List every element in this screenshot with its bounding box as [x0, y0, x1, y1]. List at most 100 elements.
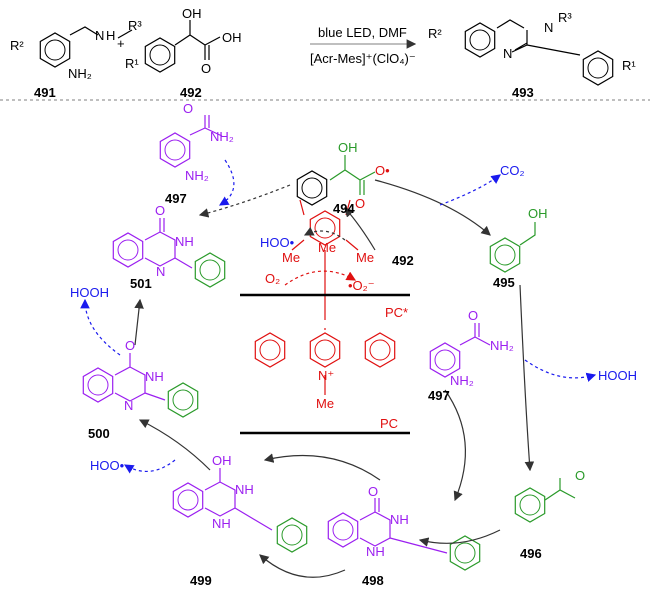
ring-497-top: [159, 132, 191, 168]
hooh-right: HOOH: [598, 368, 637, 383]
hoo-radical-top: HOO•: [260, 235, 295, 250]
compound-492-label: 492: [180, 85, 202, 100]
condition-line-2: [Acr-Mes]⁺(ClO₄)⁻: [310, 51, 416, 66]
500-o: O: [125, 338, 135, 353]
ring-495-aromatic: [494, 244, 516, 266]
product-n3: N: [544, 20, 553, 35]
compound-497-mid-label: 497: [428, 388, 450, 403]
me-n: Me: [316, 396, 334, 411]
ring-493-fused-aromatic: [469, 29, 491, 51]
ring-acr-right: [364, 332, 396, 368]
compound-499-label: 499: [190, 573, 212, 588]
ring-498-phenyl-aromatic: [454, 542, 476, 564]
pc-star-label: PC*: [385, 305, 408, 320]
ring-497-mid-aromatic: [434, 349, 456, 371]
compound-493-label: 493: [512, 85, 534, 100]
499-nh-bottom: NH: [212, 516, 231, 531]
ring-mesityl-aromatic: [314, 217, 336, 239]
ring-acr-left-aromatic: [259, 339, 281, 361]
ring-acr-mid-aromatic: [314, 339, 336, 361]
co2-label: CO₂: [500, 163, 525, 178]
ring-494: [296, 170, 328, 206]
r1-label: R¹: [125, 56, 139, 71]
hoo-radical-bottom: HOO•: [90, 458, 125, 473]
ring-496: [514, 487, 546, 523]
ring-500-phenyl: [167, 382, 199, 418]
compound-496-label: 496: [520, 546, 542, 561]
pc-label: PC: [380, 416, 398, 431]
acridinium-n: N⁺: [318, 368, 334, 383]
ring-acr-mid: [309, 332, 341, 368]
ring-501-aromatic: [117, 239, 139, 261]
product-n1: N: [503, 46, 512, 61]
ring-498-aromatic: [332, 519, 354, 541]
superoxide-label: •O₂⁻: [348, 278, 375, 293]
ring-497-top-aromatic: [164, 139, 186, 161]
ring-499-phenyl-aromatic: [281, 524, 303, 546]
plus-sign: +: [117, 36, 125, 51]
o2-label: O₂: [265, 271, 280, 286]
amine-h: H: [106, 28, 115, 43]
ring-493-fused: [464, 22, 496, 58]
ring-491-aromatic: [44, 39, 66, 61]
compound-494-label: 494: [333, 201, 355, 216]
ring-acr-right-aromatic: [369, 339, 391, 361]
compound-501-label: 501: [130, 276, 152, 291]
acid-oh-label: OH: [222, 30, 242, 45]
ring-494-aromatic: [301, 177, 323, 199]
product-r2-label: R²: [428, 26, 442, 41]
499-nh-top: NH: [235, 482, 254, 497]
497-mid-nh2: NH₂: [490, 338, 514, 353]
me-top: Me: [318, 240, 336, 255]
me-left: Me: [282, 250, 300, 265]
compound-491-label: 491: [34, 85, 56, 100]
500-nh: NH: [145, 369, 164, 384]
499-oh: OH: [212, 453, 232, 468]
494-oh: OH: [338, 140, 358, 155]
500-n: N: [124, 398, 133, 413]
498-o: O: [368, 484, 378, 499]
ring-500-phenyl-aromatic: [172, 389, 194, 411]
acid-o-label: O: [201, 61, 211, 76]
497-top-nh2b: NH₂: [185, 168, 209, 183]
ring-498-phenyl: [449, 535, 481, 571]
compound-500-label: 500: [88, 426, 110, 441]
ring-493-aryl-aromatic: [587, 57, 609, 79]
ring-500-aromatic: [87, 374, 109, 396]
501-nh: NH: [175, 234, 194, 249]
compound-495-label: 495: [493, 275, 515, 290]
r3-label: R³: [128, 18, 142, 33]
494-o-radical: O•: [375, 163, 390, 178]
496-o: O: [575, 468, 585, 483]
ring-501-phenyl: [194, 252, 226, 288]
product-r1: R¹: [622, 58, 636, 73]
497-mid-nh2b: NH₂: [450, 373, 474, 388]
compound-492-cycle-label: 492: [392, 253, 414, 268]
497-mid-o: O: [468, 308, 478, 323]
497-top-nh2: NH₂: [210, 129, 234, 144]
ring-492: [144, 37, 176, 73]
nh2-label: NH₂: [68, 66, 92, 81]
495-oh: OH: [528, 206, 548, 221]
ring-499: [172, 482, 204, 518]
ring-501-phenyl-aromatic: [199, 259, 221, 281]
494-o: O: [355, 196, 365, 211]
ring-496-aromatic: [519, 494, 541, 516]
ring-499-phenyl: [276, 517, 308, 553]
ring-492-aromatic: [149, 44, 171, 66]
498-nh-top: NH: [390, 512, 409, 527]
ring-493-aryl: [582, 50, 614, 86]
ring-497-mid: [429, 342, 461, 378]
497-top-o: O: [183, 101, 193, 116]
ring-acr-left: [254, 332, 286, 368]
compound-497-top-label: 497: [165, 191, 187, 206]
r2-label: R²: [10, 38, 24, 53]
condition-line-1: blue LED, DMF: [318, 25, 407, 40]
compound-498-label: 498: [362, 573, 384, 588]
ring-mesityl: [309, 210, 341, 246]
501-o: O: [155, 203, 165, 218]
oh-label: OH: [182, 6, 202, 21]
product-r3: R³: [558, 10, 572, 25]
